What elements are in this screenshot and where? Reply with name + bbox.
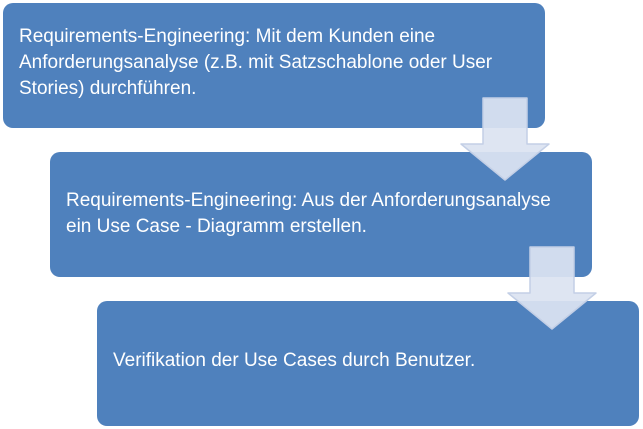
process-step-3-text: Verifikation der Use Cases durch Benutze… — [113, 349, 476, 371]
process-step-1-text: Requirements-Engineering: Mit dem Kunden… — [19, 25, 493, 99]
process-step-2-text: Requirements-Engineering: Aus der Anford… — [66, 189, 551, 237]
down-arrow-icon — [460, 97, 550, 181]
down-arrow-icon — [507, 246, 597, 330]
process-step-1-box: Requirements-Engineering: Mit dem Kunden… — [3, 3, 545, 128]
